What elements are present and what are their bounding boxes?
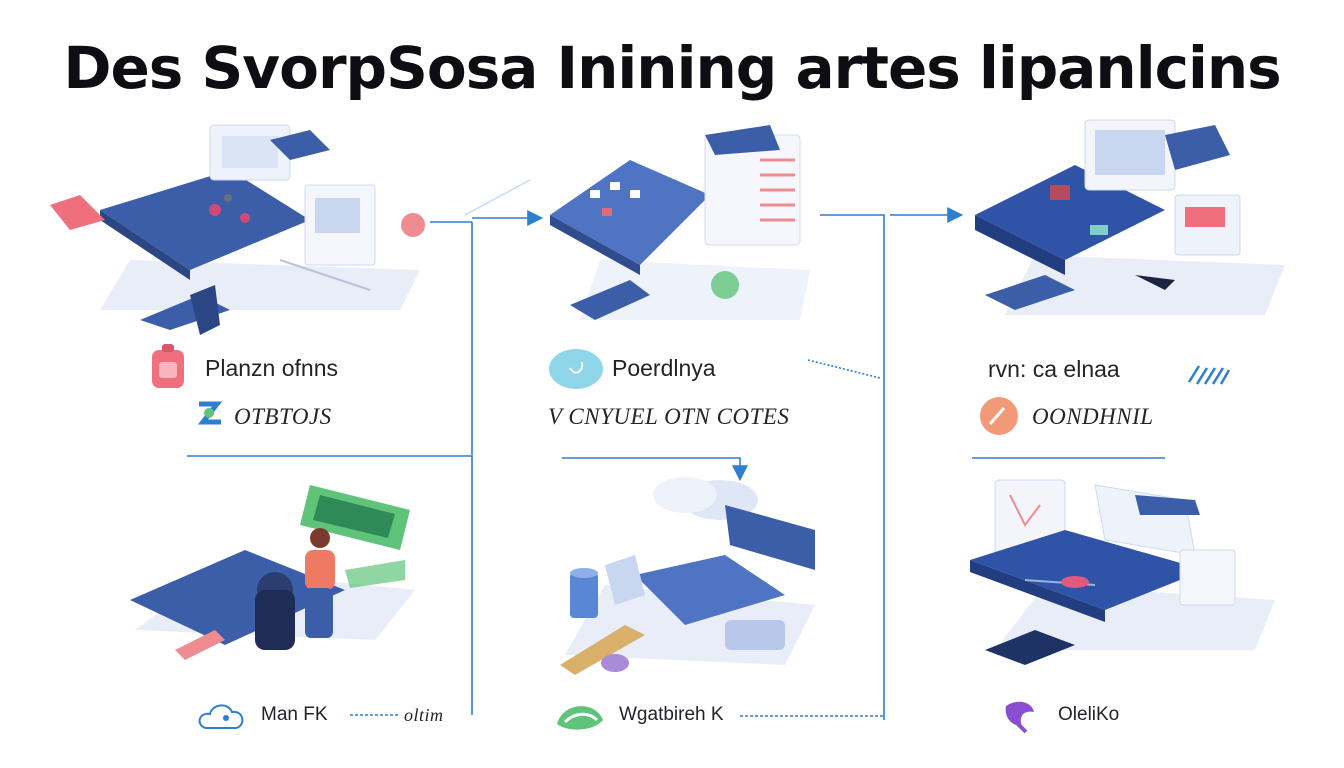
backpack-icon: [152, 344, 184, 388]
illustration-control-desk: [970, 479, 1275, 665]
illustration-monitor-desk: [975, 119, 1285, 315]
bottom-1-label: Man FK: [261, 704, 328, 725]
cloud-icon: [198, 704, 244, 729]
stage-1-sub: OTBTOJS: [234, 404, 332, 429]
node-dot-icon: [401, 213, 425, 237]
bottom-2-label: Wgatbireh K: [619, 704, 724, 725]
stage-1-heading: Planzn ofnns: [205, 355, 338, 381]
chain-link-icon: [197, 401, 223, 425]
connector-8: [807, 359, 881, 379]
wave-icon: [1187, 365, 1231, 385]
illustration-person-at-desk: [130, 485, 415, 660]
page-title: Des SvorpSosa Inining artes lipanlcins: [63, 34, 1281, 102]
leaf-icon: [557, 706, 603, 730]
connector-3: [187, 455, 473, 715]
connector-2: [820, 214, 885, 720]
connector-4: [562, 457, 748, 482]
bottom-3-label: OleliKo: [1058, 704, 1120, 725]
illustration-planning-desk: [50, 124, 420, 335]
stage-3-sub: OONDHNIL: [1032, 404, 1154, 429]
compass-icon: [980, 397, 1018, 435]
stage-3-heading: rvn: ca elnaa: [988, 356, 1120, 382]
ribbon-icon: [1005, 701, 1034, 734]
stage-2-sub: V CNYUEL OTN COTES: [548, 404, 790, 429]
stage-2-heading: Poerdlnya: [612, 355, 716, 381]
bottom-1-extra: oltim: [404, 705, 444, 725]
illustration-workstation: [560, 477, 815, 675]
bubble-icon: [549, 349, 603, 389]
illustration-tablet-workspace: [550, 125, 810, 320]
